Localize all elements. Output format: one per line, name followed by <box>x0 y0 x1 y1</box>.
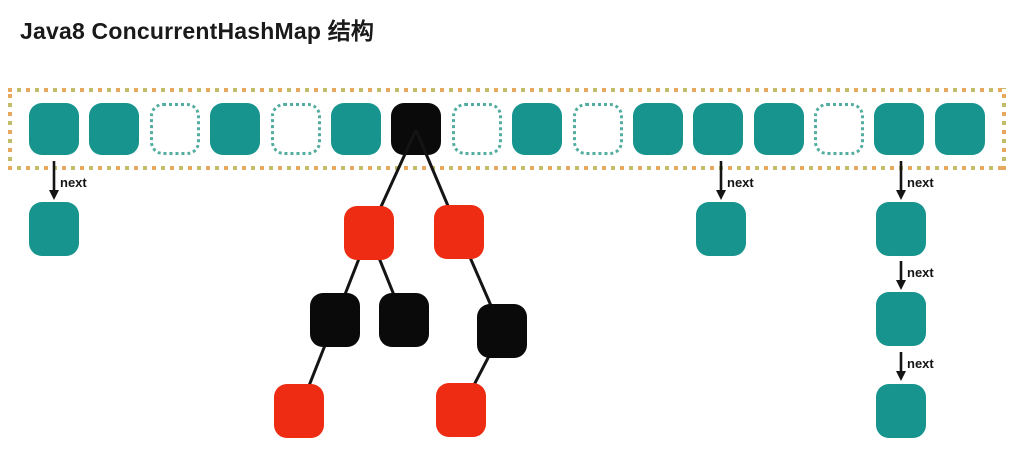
bucket-cell-node <box>512 103 563 155</box>
next-arrow-head <box>896 280 906 290</box>
list-node <box>876 384 926 438</box>
list-node <box>29 202 79 256</box>
tree-node-red <box>274 384 324 438</box>
bucket-cell-empty <box>572 103 623 155</box>
tree-edge <box>459 330 504 411</box>
tree-node-red <box>434 205 484 259</box>
tree-node-black <box>477 304 527 358</box>
bucket-array <box>8 88 1006 170</box>
bucket-cell-node <box>874 103 925 155</box>
bucket-cell-node <box>693 103 744 155</box>
next-arrow-head <box>896 190 906 200</box>
next-arrow-label: next <box>727 175 754 190</box>
next-arrow-label: next <box>907 265 934 280</box>
list-node <box>876 202 926 256</box>
bucket-cell-node <box>210 103 261 155</box>
tree-edge <box>297 319 337 412</box>
bucket-cell-node <box>29 103 79 155</box>
tree-node-red <box>436 383 486 437</box>
page-title: Java8 ConcurrentHashMap 结构 <box>20 18 375 44</box>
bucket-cell-node <box>934 103 985 155</box>
bucket-cell-empty <box>814 103 865 155</box>
next-arrow-label: next <box>60 175 87 190</box>
tree-node-black <box>310 293 360 347</box>
tree-edge <box>457 231 504 332</box>
next-arrow-head <box>896 371 906 381</box>
bucket-cell-treebin <box>391 103 442 155</box>
list-node <box>696 202 746 256</box>
bucket-cell-node <box>89 103 140 155</box>
bucket-cell-empty <box>149 103 200 155</box>
next-arrow-label: next <box>907 356 934 371</box>
list-node <box>876 292 926 346</box>
next-arrow-head <box>49 190 59 200</box>
tree-edge <box>367 232 406 321</box>
tree-node-red <box>344 206 394 260</box>
next-arrow-label: next <box>907 175 934 190</box>
bucket-cell-empty <box>451 103 502 155</box>
tree-node-black <box>379 293 429 347</box>
next-arrow-head <box>716 190 726 200</box>
bucket-cell-node <box>330 103 381 155</box>
bucket-cell-node <box>753 103 804 155</box>
bucket-cell-node <box>632 103 683 155</box>
bucket-cell-empty <box>270 103 321 155</box>
tree-edge <box>333 232 371 321</box>
